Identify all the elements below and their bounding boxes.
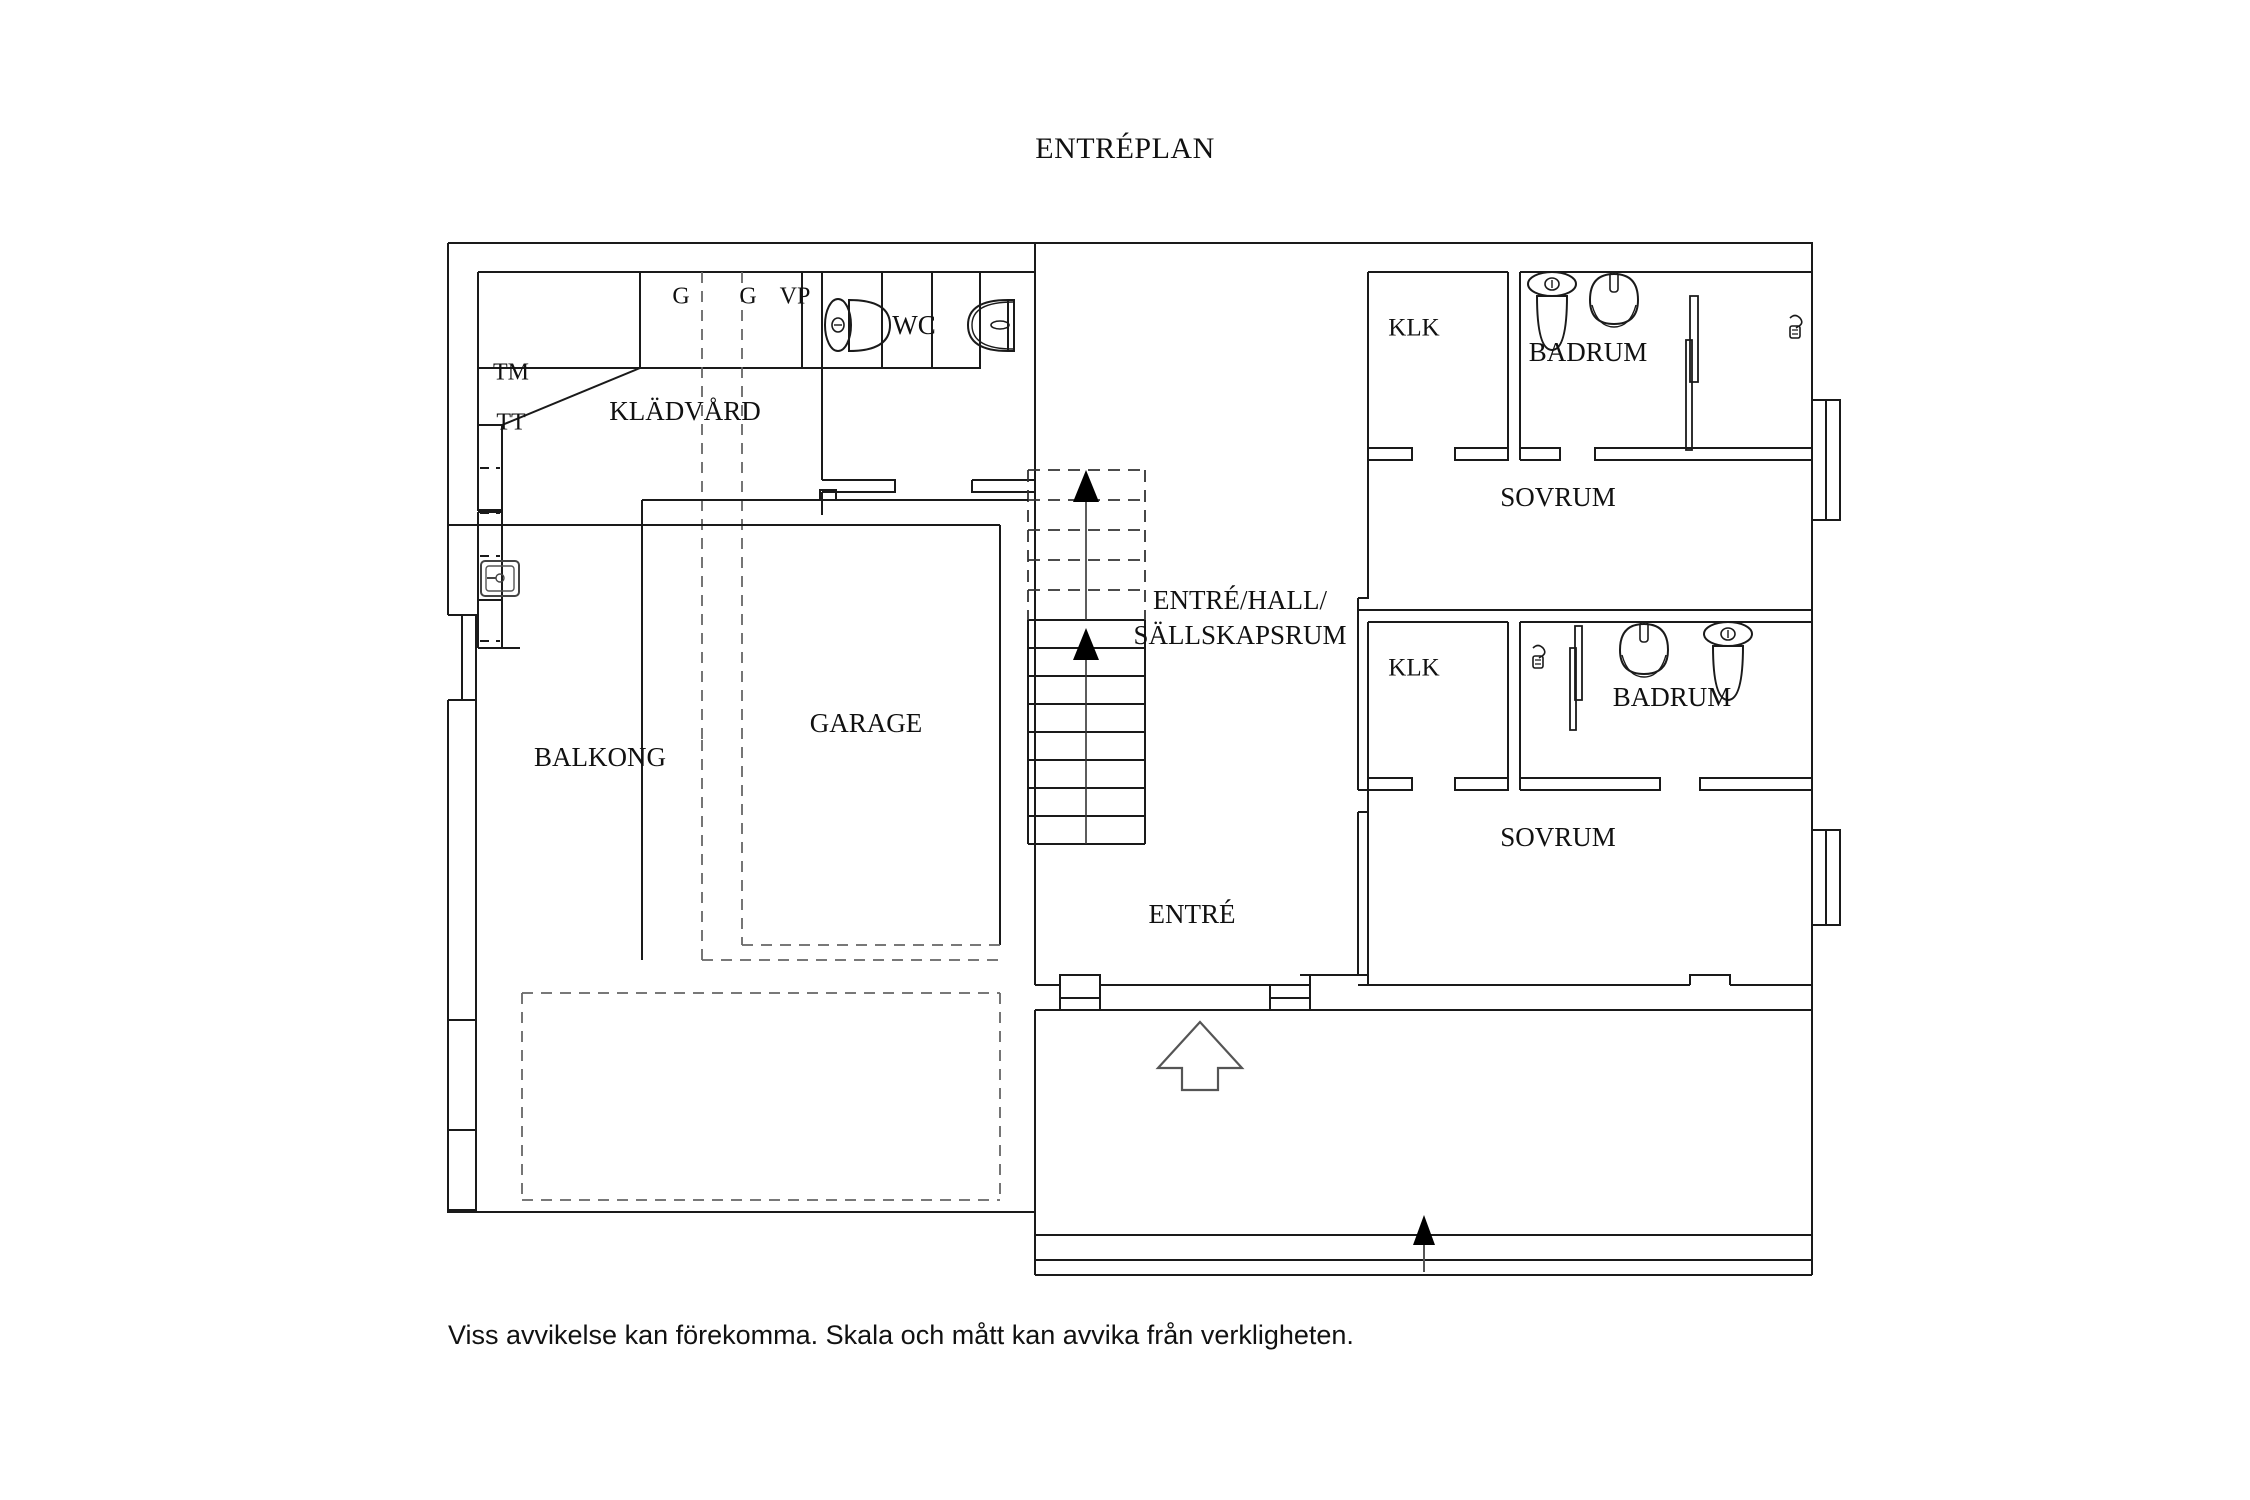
label-kladvard: KLÄDVÅRD	[609, 396, 761, 426]
stair-direction-arrow-upper	[1073, 470, 1099, 502]
washing-machine-divider	[480, 467, 500, 642]
label-cabinet-g2: G	[739, 284, 756, 310]
klk-bottom-room	[1357, 610, 1509, 812]
label-klk-bottom: KLK	[1388, 655, 1439, 682]
disclaimer-caption: Viss avvikelse kan förekomma. Skala och …	[448, 1320, 1354, 1350]
klk-top-room	[1367, 271, 1509, 545]
outer-wall-outline	[447, 242, 1813, 1213]
entrance-direction-arrow	[1155, 1020, 1245, 1092]
label-cabinet-vp: VP	[780, 284, 811, 310]
overhead-dashed-guides	[701, 272, 743, 960]
label-wc: WC	[892, 310, 936, 340]
label-entre: ENTRÉ	[1149, 899, 1236, 929]
toilet-icon-badrum-top	[1527, 271, 1577, 352]
page-title: ENTRÉPLAN	[1035, 132, 1215, 165]
garage-walls	[448, 489, 1028, 960]
label-klk-top: KLK	[1388, 315, 1439, 342]
garage-dashed-outline	[702, 944, 1000, 961]
right-wall-openings	[1812, 399, 1841, 926]
balcony-bottom-edge	[448, 1210, 1035, 1213]
label-badrum-top: BADRUM	[1529, 337, 1648, 367]
shower-head-icon-bottom	[1532, 644, 1546, 669]
shower-divider-badrum-bottom	[1569, 625, 1583, 731]
sink-icon-badrum-bottom	[1618, 621, 1670, 678]
sovrum-bottom-room	[1034, 790, 1813, 1155]
entre-hall-walls	[1034, 930, 1311, 986]
label-entre-hall-line1: ENTRÉ/HALL/	[1153, 585, 1327, 615]
label-washing-machine: TM	[493, 360, 529, 386]
label-badrum-bottom: BADRUM	[1613, 682, 1732, 712]
label-garage: GARAGE	[810, 708, 923, 738]
terrace-step-arrow	[1413, 1215, 1435, 1272]
shower-divider-badrum-top	[1685, 295, 1699, 451]
label-entre-hall-line2: SÄLLSKAPSRUM	[1133, 620, 1346, 650]
staircase-dashed-steps	[1027, 469, 1146, 620]
toilet-icon-badrum-bottom	[1703, 621, 1753, 702]
laundry-appliance-column	[477, 368, 520, 649]
sink-icon-badrum-top	[1588, 271, 1640, 328]
wc-room	[821, 243, 1036, 515]
balcony-left-wall-openings	[448, 614, 477, 1211]
sink-icon-wc	[966, 298, 1015, 353]
shower-head-icon-top	[1789, 314, 1803, 339]
laundry-sink-icon	[480, 560, 520, 597]
label-sovrum-bottom: SOVRUM	[1500, 822, 1616, 852]
sovrum-top-room	[1034, 460, 1813, 611]
room-label-group: G G VP TM TT KLÄDVÅRD WC BALKONG GARAGE …	[493, 284, 1731, 930]
label-sovrum-top: SOVRUM	[1500, 482, 1616, 512]
label-cabinet-g1: G	[672, 284, 689, 310]
label-tumble-dryer: TT	[496, 410, 526, 436]
label-balkong: BALKONG	[534, 742, 666, 772]
badrum-bottom-room	[1519, 621, 1813, 791]
entrance-door-openings	[1035, 985, 1812, 1011]
balcony-dashed-rectangle	[521, 992, 1001, 1201]
toilet-icon-wc	[824, 298, 892, 353]
stair-direction-arrow-lower	[1073, 628, 1099, 660]
